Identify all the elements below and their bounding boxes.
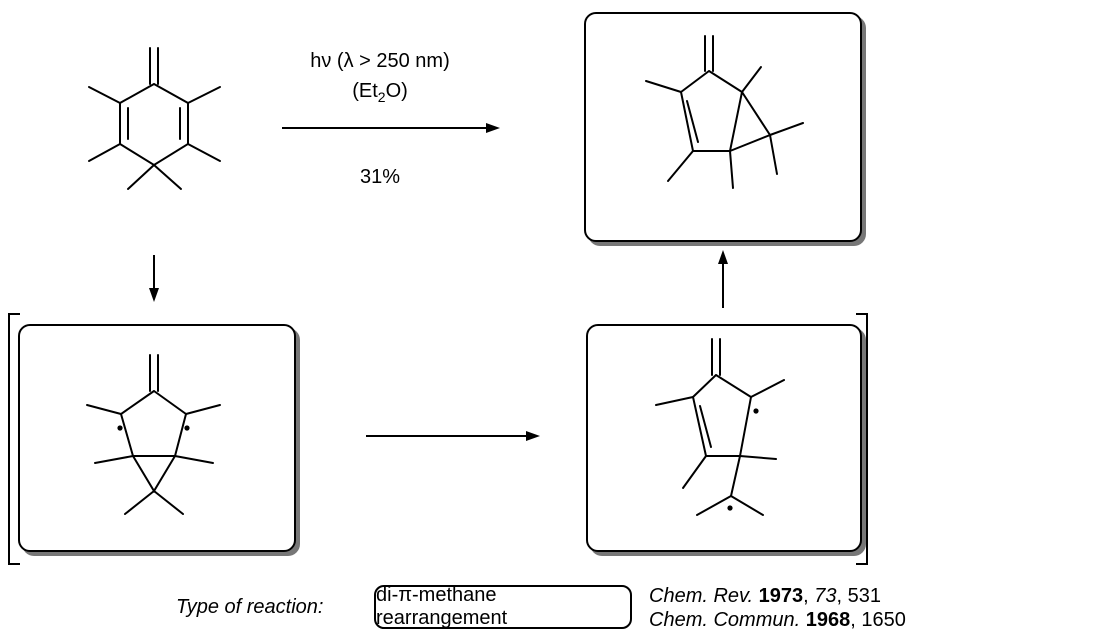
reference-2: Chem. Commun. 1968, 1650 xyxy=(649,608,906,632)
ref2-year: 1968 xyxy=(805,609,851,631)
ref2-journal: Chem. Commun. xyxy=(649,609,801,631)
type-of-reaction-label: Type of reaction: xyxy=(176,596,324,618)
bracket-right xyxy=(856,313,868,565)
ref1-year: 1973 xyxy=(758,585,804,607)
ref1-page: , 531 xyxy=(836,585,882,607)
intermediate-1-box xyxy=(18,324,296,552)
product-box xyxy=(584,12,862,242)
bracket-left xyxy=(8,313,20,565)
condition-solvent: (Et2O) xyxy=(352,80,408,105)
reference-1: Chem. Rev. 1973, 73, 531 xyxy=(649,585,882,607)
condition-irradiation: hν (λ > 250 nm) xyxy=(270,50,490,73)
condition-yield: 31% xyxy=(359,166,401,188)
type-of-reaction-box: di-π-methane rearrangement xyxy=(374,584,632,629)
intermediate-2-box xyxy=(586,324,862,552)
type-of-reaction-value: di-π-methane rearrangement xyxy=(376,584,508,629)
ref1-journal: Chem. Rev. xyxy=(649,585,754,607)
ref2-page: , 1650 xyxy=(850,609,906,631)
condition-line1: hν (λ > 250 nm) xyxy=(310,50,450,72)
ref1-volume: 73 xyxy=(814,585,837,607)
